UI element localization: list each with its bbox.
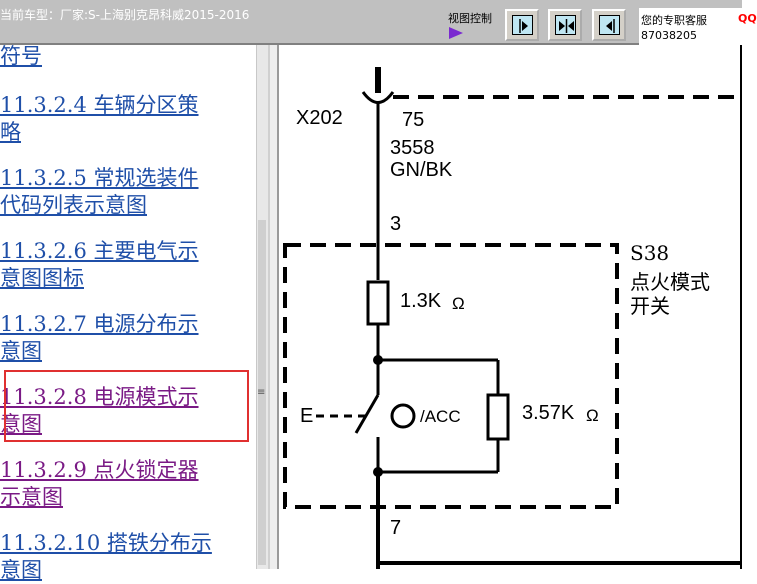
current-car-model: 当前车型：厂家:S-上海别克昂科威2015-2016 (0, 8, 250, 22)
nav-item-11-3-2-7[interactable]: 11.3.2.7 电源分布示 意图 (0, 312, 199, 363)
wire-number: 3558 (390, 137, 435, 159)
connector-symbol (361, 91, 395, 104)
switch-contact (354, 394, 380, 434)
nav-item-11-3-2-4[interactable]: 11.3.2.4 车辆分区策 略 (0, 93, 199, 144)
nav-item-11-3-2-10[interactable]: 11.3.2.10 搭铁分布示 意图 (0, 531, 212, 582)
ohm-icon: Ω (452, 294, 465, 313)
service-label: 您的专职客服 (641, 14, 707, 27)
connector-id: X202 (296, 107, 343, 129)
component-name-2: 开关 (630, 294, 670, 318)
wiring-diagram: X202 75 3558 GN/BK 3 S38 点火模式 开关 1.3K Ω … (280, 45, 742, 569)
switch-letter: E (300, 405, 314, 427)
nav-item-symbols[interactable]: 符号 (0, 44, 42, 68)
resistor-2-value: 3.57K (522, 402, 575, 424)
component-boundary (283, 243, 619, 509)
arrow-left-bar-icon (599, 15, 620, 35)
pin-in: 3 (390, 213, 402, 235)
nav-item-11-3-2-5[interactable]: 11.3.2.5 常规选装件 代码列表示意图 (0, 166, 199, 217)
fit-view-button[interactable] (548, 9, 582, 41)
service-phone: 87038205 (641, 29, 697, 42)
panel-splitter[interactable] (268, 45, 279, 569)
pin-out: 7 (390, 517, 402, 539)
pin-top: 75 (402, 109, 425, 131)
nav-item-11-3-2-8[interactable]: 11.3.2.8 电源模式示 意图 (0, 385, 199, 436)
resistor-1 (366, 280, 390, 326)
collapse-arrows-icon (555, 15, 576, 35)
component-id: S38 (630, 241, 670, 265)
arrow-right-bar-icon (512, 15, 533, 35)
play-icon[interactable] (449, 27, 463, 39)
nav-item-11-3-2-9[interactable]: 11.3.2.9 点火锁定器 示意图 (0, 458, 199, 509)
wiring-diagram-drawing (283, 45, 742, 569)
selected-item-highlight (4, 370, 249, 442)
view-control-label: 视图控制 (448, 12, 492, 25)
grip-icon: ≡ (257, 387, 266, 398)
top-toolbar: 当前车型：厂家:S-上海别克昂科威2015-2016 视图控制 您 (0, 0, 757, 45)
section-nav-list: 符号 11.3.2.4 车辆分区策 略 11.3.2.5 常规选装件 代码列表示… (0, 44, 256, 582)
wire-color: GN/BK (390, 159, 453, 181)
nav-item-11-3-2-6[interactable]: 11.3.2.6 主要电气示 意图图标 (0, 239, 199, 290)
scroll-thumb[interactable] (258, 220, 266, 565)
ohm-icon-2: Ω (586, 406, 599, 425)
customer-service-box: 您的专职客服 QQ 87038205 (639, 8, 757, 45)
next-page-button[interactable] (505, 9, 539, 41)
resistor-1-value: 1.3K (400, 290, 442, 312)
previous-page-button[interactable] (592, 9, 626, 41)
resistor-2 (486, 393, 510, 441)
qq-link[interactable]: QQ (738, 12, 757, 25)
switch-position: /ACC (420, 407, 461, 426)
component-name: 点火模式 (630, 270, 710, 294)
